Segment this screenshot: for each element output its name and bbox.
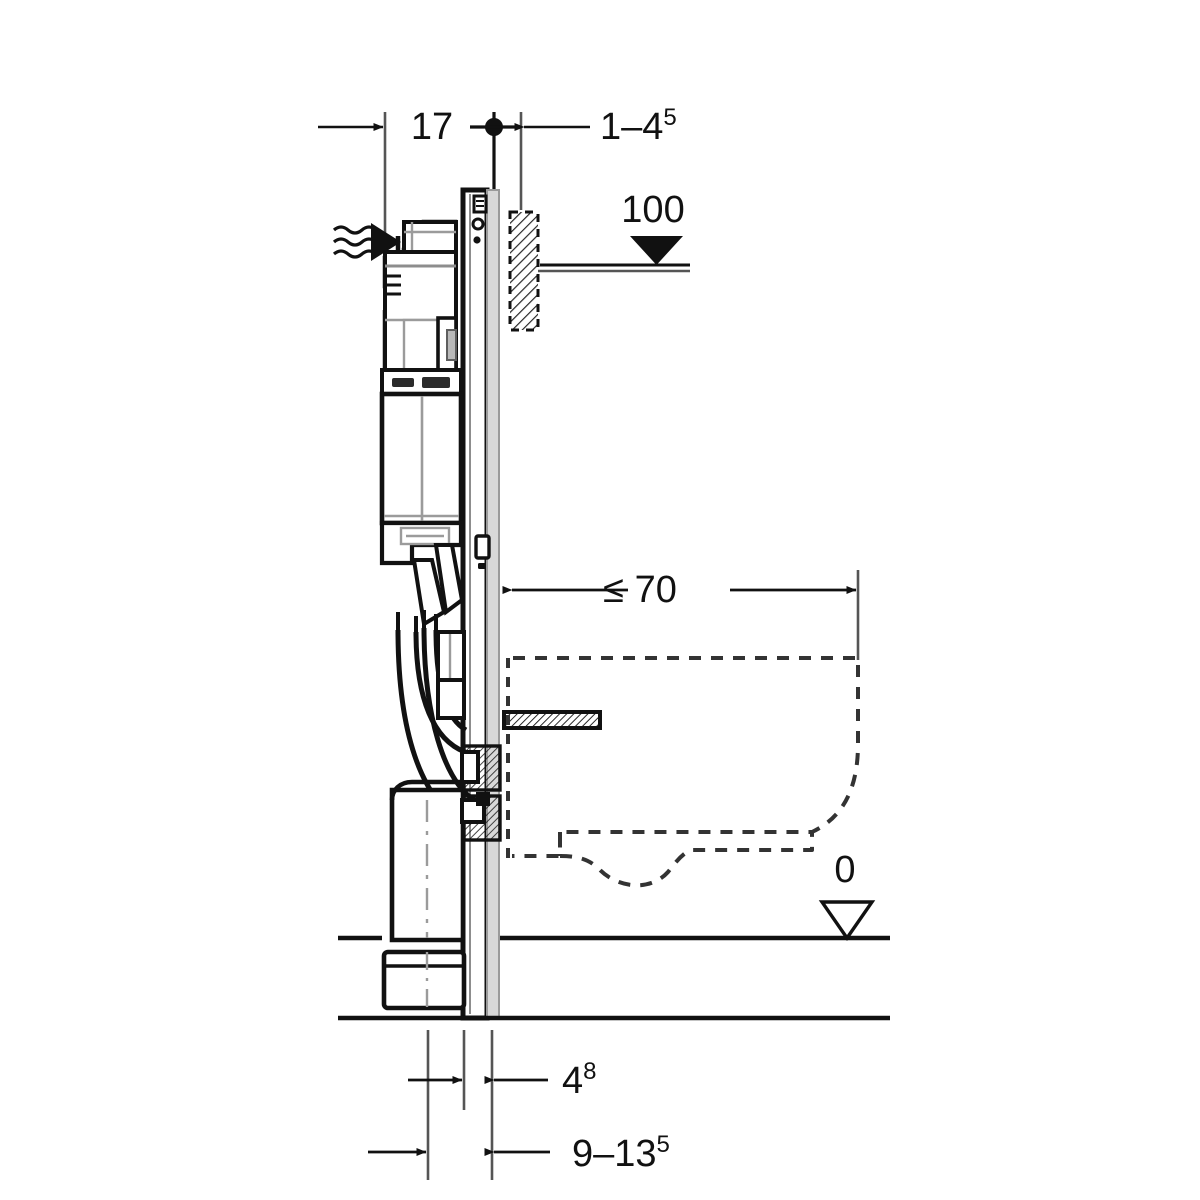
wc-fixing-bracket [460,744,502,842]
dimension-label-le-70: ≤ 70 [603,569,677,611]
concealed-cistern-upper [380,219,463,396]
dimension-1-4-5 [470,112,590,215]
dimension-4-8 [408,1030,548,1180]
dimension-label-17: 17 [411,106,453,148]
level-label-100: 100 [621,189,684,231]
dimension-le-70 [502,570,860,660]
dimension-9-13-5 [368,1110,550,1180]
dimension-superscript: 5 [657,1131,670,1158]
water-inlet-symbol [332,223,401,261]
dimension-value: 1–4 [600,106,663,148]
installation-wall-panel [460,187,500,1021]
dimension-value: 4 [562,1060,583,1102]
dimension-label-1-4-5: 1–45 [600,104,677,148]
waste-connector-pipe [381,779,467,1011]
dimension-value: 9–13 [572,1133,657,1175]
dimension-label-4-8: 48 [562,1058,597,1102]
dimension-superscript: 5 [663,104,676,131]
level-label-0: 0 [834,849,855,891]
flush-pipe-bend [395,610,476,827]
dimension-label-9-13-5: 9–135 [572,1131,670,1175]
flush-valve-assembly [379,391,465,628]
dimension-17 [318,112,387,248]
actuator-plate-recess [508,210,690,332]
wc-fixing-stud [502,710,602,730]
level-marker-0 [818,900,876,941]
wc-bowl-hidden-outline [512,656,860,888]
dimension-superscript: 8 [583,1058,596,1085]
level-marker-100 [540,236,690,267]
